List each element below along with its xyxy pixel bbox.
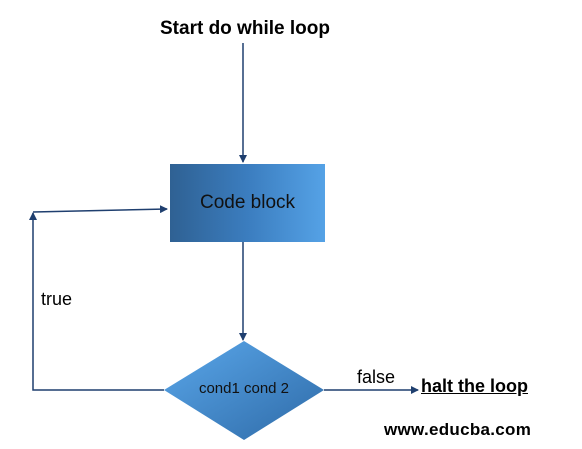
code-block-box: Code block (170, 164, 325, 242)
decision-diamond (164, 341, 324, 440)
connector-true-loop (29, 212, 164, 391)
start-label: Start do while loop (160, 18, 330, 39)
decision-label: cond1 cond 2 (198, 380, 290, 397)
true-label: true (41, 289, 73, 309)
halt-label: halt the loop (421, 376, 528, 396)
connector-loop-to-code (32, 205, 168, 214)
code-block-label: Code block (199, 192, 296, 213)
watermark-text: www.educba.com (384, 420, 532, 439)
false-label: false (357, 367, 396, 387)
